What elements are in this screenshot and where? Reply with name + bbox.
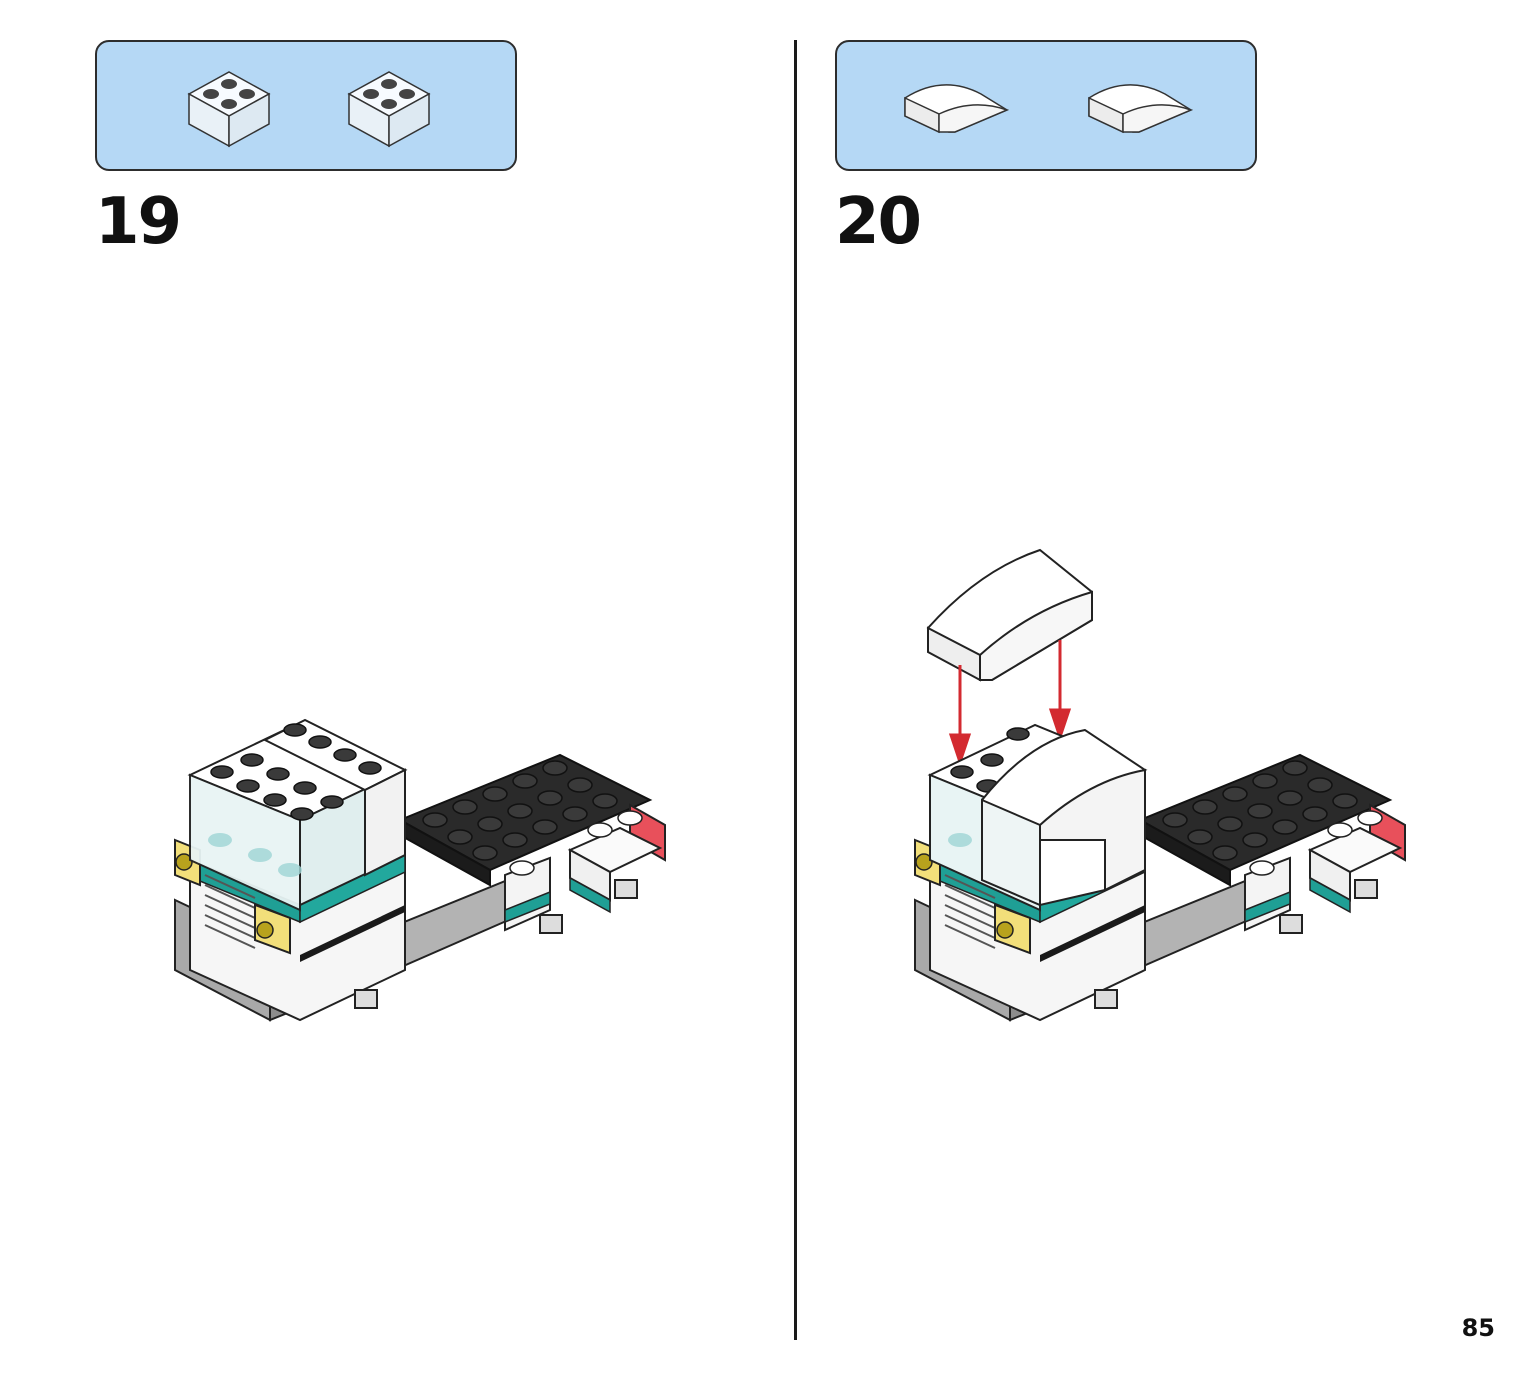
parts-list-step-19 [187,71,431,148]
curved-slope-piece [926,548,1093,682]
step-divider [794,40,797,1340]
curved-slope-part-icon [904,84,1010,134]
transparent-brick-part-icon [347,71,431,148]
transparent-brick-part-icon [187,71,271,148]
parts-box-step-20 [835,40,1257,171]
page-number: 85 [1461,1314,1495,1342]
model-illustration-step-20 [914,548,1406,1022]
step-number-20: 20 [835,185,922,259]
parts-box-step-19 [95,40,517,171]
step-number-19: 19 [95,185,182,259]
placement-arrow [948,640,1072,767]
model-illustration-step-19 [174,718,666,1022]
parts-list-step-20 [904,84,1194,134]
curved-slope-part-icon [1088,84,1194,134]
